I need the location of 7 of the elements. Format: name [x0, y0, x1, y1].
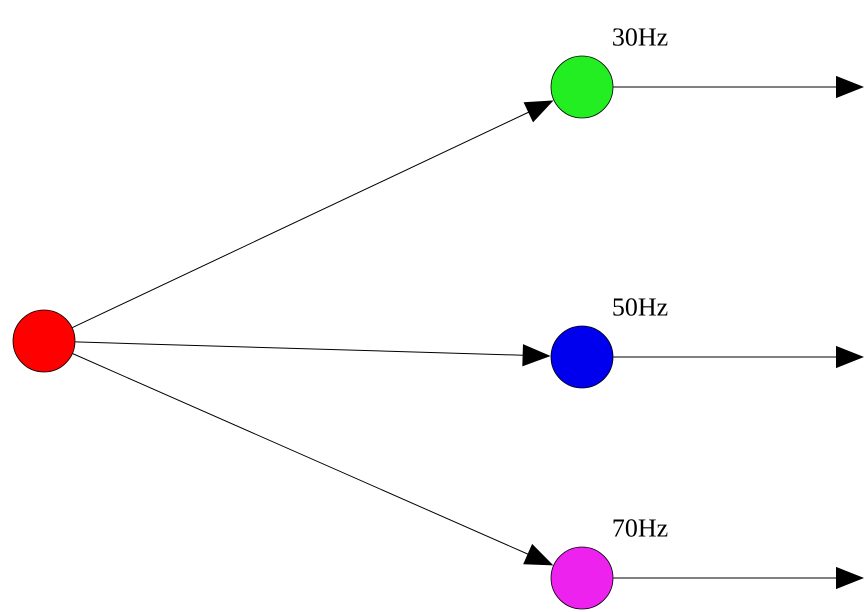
frequency-label: 70Hz — [614, 519, 668, 537]
frequency-label: 50Hz — [613, 298, 668, 316]
circle-node — [12, 310, 76, 372]
circle-node — [550, 326, 614, 388]
circle-node — [550, 56, 614, 118]
circle-node — [550, 546, 614, 610]
frequency-label: 30Hz — [613, 28, 668, 46]
